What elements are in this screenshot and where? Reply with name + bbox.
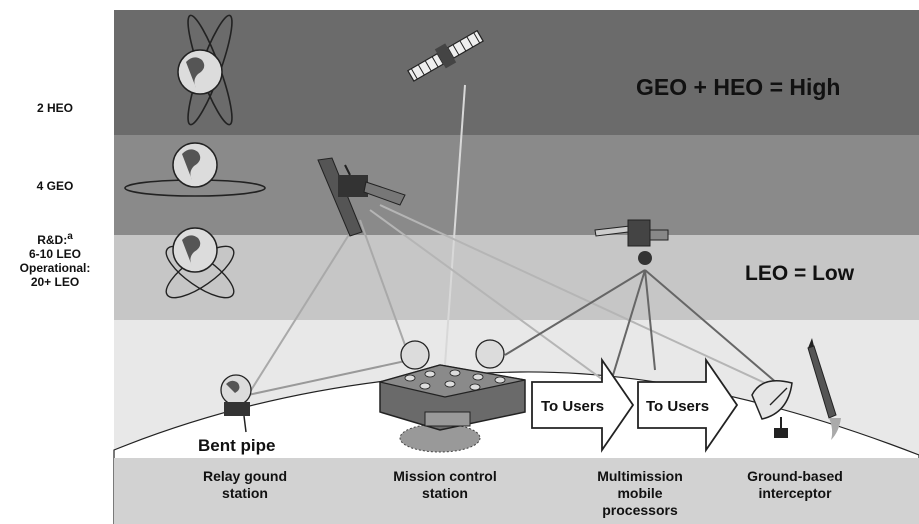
low-orbit-band [114, 235, 919, 320]
geo-globe-icon [124, 142, 266, 197]
radar-dish-icon [751, 380, 793, 438]
geo-satellite-icon [317, 157, 406, 237]
relay-station-label: Relay gound station [202, 468, 287, 501]
leo-range-label: 6-10 LEO [28, 247, 82, 261]
geo-count-label: 4 GEO [36, 179, 74, 193]
operational-leo-label: 20+ LEO [30, 275, 80, 289]
interceptor-missile-icon [807, 338, 841, 440]
communication-links [247, 84, 786, 396]
to-users-arrow-2 [637, 357, 739, 453]
bent-pipe-label: Bent pipe [198, 436, 276, 455]
ground-label-band [114, 458, 919, 524]
to-users-arrow-1 [531, 357, 635, 453]
mission-control-icon [379, 339, 526, 453]
multimission-label: Multimission mobile processors [597, 468, 683, 518]
leo-count-label: R&D:a 6-10 LEO Operational: 20+ LEO [0, 230, 110, 289]
rd-label: R&D:a [37, 231, 73, 247]
heo-count-label: 2 HEO [36, 101, 73, 115]
heo-satellite-icon [407, 29, 484, 82]
low-band-label: LEO = Low [745, 262, 855, 285]
arrow-label-1: To Users [541, 398, 604, 415]
geo-orbit-band [114, 135, 919, 235]
high-orbit-band [114, 10, 919, 135]
high-band-label: GEO + HEO = High [636, 74, 841, 100]
mission-control-label: Mission control station [393, 468, 497, 501]
leo-globe-icon [165, 227, 235, 299]
arrow-label-2: To Users [646, 398, 709, 415]
leo-satellite-icon [594, 219, 669, 265]
interceptor-label: Ground-based interceptor [747, 468, 843, 501]
heo-globe-icon [177, 14, 233, 126]
operational-label: Operational: [19, 261, 91, 275]
relay-station-icon [220, 374, 252, 433]
